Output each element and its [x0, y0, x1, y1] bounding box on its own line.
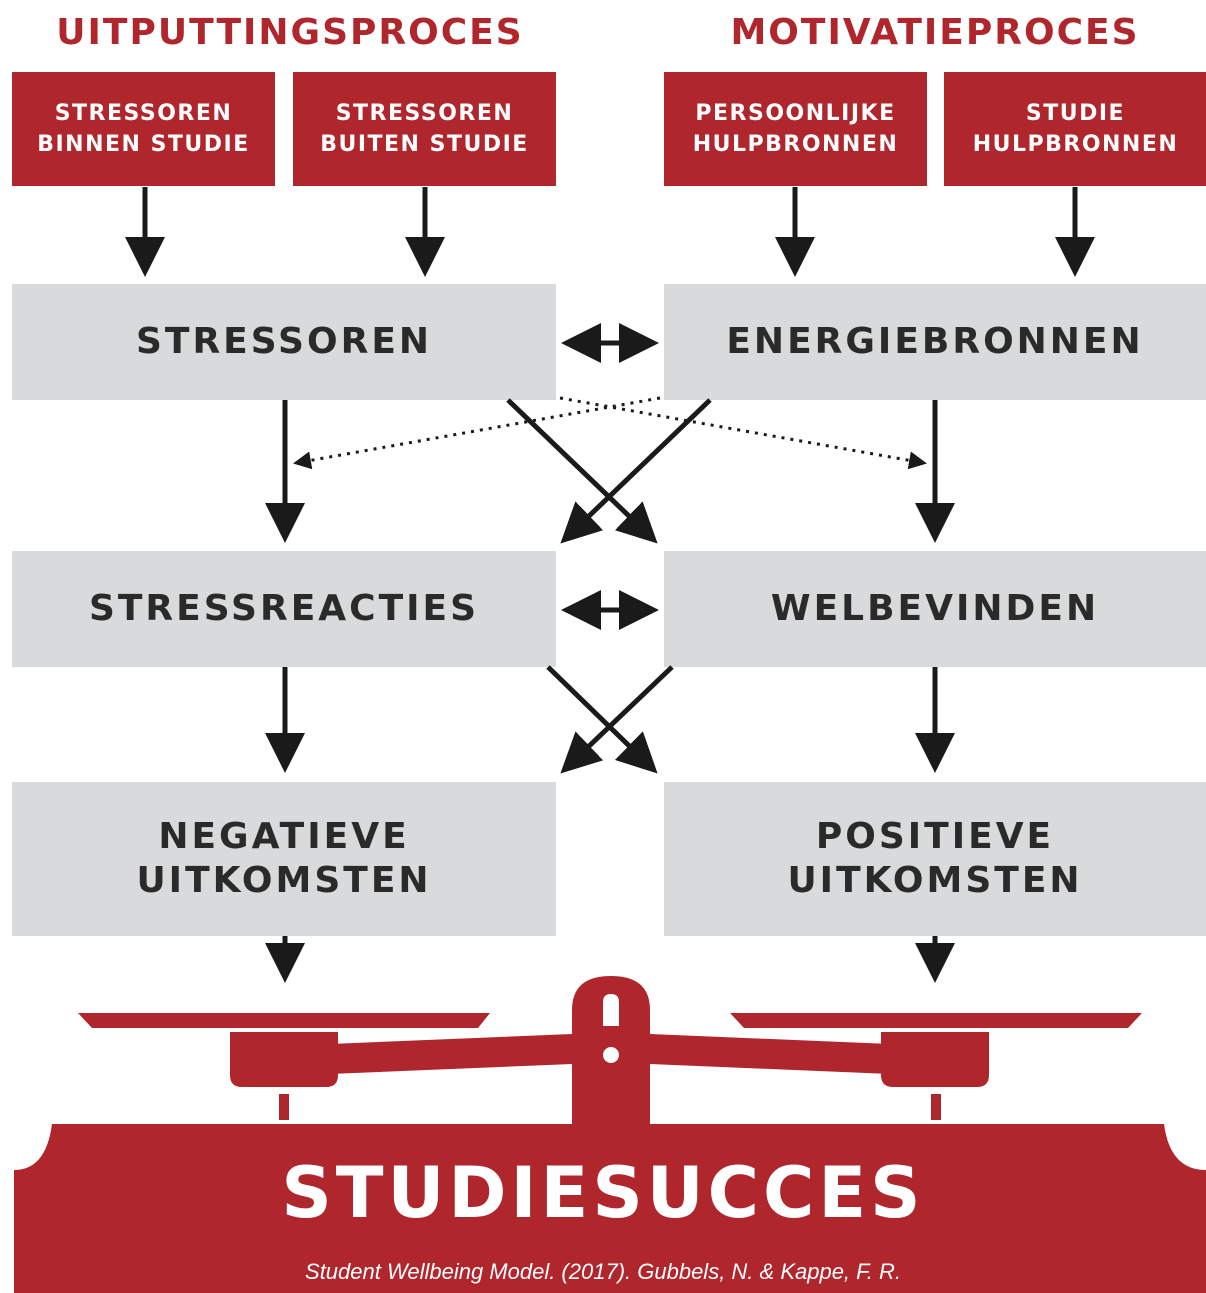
heading-exhaustion-process: UITPUTTINGSPROCES [56, 11, 524, 53]
cross-arrow-energy-to-reactions [560, 398, 712, 544]
source-label-line2: HULPBRONNEN [972, 132, 1179, 157]
right-pan-post [931, 1094, 941, 1120]
stage-label: ENERGIEBRONNEN [726, 321, 1144, 362]
right-pan-plate [730, 1013, 1142, 1028]
stage-stressors: STRESSOREN [12, 284, 556, 400]
right-pan-cup [881, 1032, 989, 1087]
source-box-stressors-within-study: STRESSOREN BINNEN STUDIE [12, 72, 275, 186]
source-box-personal-resources: PERSOONLIJKE HULPBRONNEN [664, 72, 927, 186]
source-label-line1: STUDIE [1025, 101, 1126, 126]
heading-motivation-process: MOTIVATIEPROCES [730, 11, 1140, 53]
cross-arrow-stressors-to-wellbeing [506, 398, 658, 544]
stage-label-line2: UITKOMSTEN [136, 860, 432, 901]
stage-label: STRESSOREN [135, 321, 433, 362]
cross-arrow-wellbeing-to-negative [560, 665, 674, 774]
stage-negative-outcomes: NEGATIEVE UITKOMSTEN [12, 782, 556, 936]
stage-label-line2: UITKOMSTEN [787, 860, 1083, 901]
pillar-pivot [603, 1047, 619, 1063]
citation: Student Wellbeing Model. (2017). Gubbels… [305, 1259, 901, 1284]
source-label-line2: BUITEN STUDIE [320, 132, 529, 157]
source-label-line1: STRESSOREN [335, 101, 514, 126]
source-label-line1: STRESSOREN [54, 101, 233, 126]
stage-label-line1: NEGATIEVE [158, 816, 410, 857]
stage-energy-resources: ENERGIEBRONNEN [664, 284, 1206, 400]
scale-base [14, 1124, 1206, 1293]
source-box-stressors-outside-study: STRESSOREN BUITEN STUDIE [293, 72, 556, 186]
stage-wellbeing: WELBEVINDEN [664, 551, 1206, 667]
pillar-slot [603, 994, 619, 1026]
stage-stress-reactions: STRESSREACTIES [12, 551, 556, 667]
left-pan-post [279, 1094, 289, 1120]
stage-label: STRESSREACTIES [88, 588, 480, 629]
source-label-line1: PERSOONLIJKE [695, 101, 896, 126]
stage-positive-outcomes: POSITIEVE UITKOMSTEN [664, 782, 1206, 936]
left-pan-cup [230, 1032, 338, 1087]
stage-label: WELBEVINDEN [770, 588, 1100, 629]
stage-label-line1: POSITIEVE [815, 816, 1055, 857]
outcome-title: STUDIESUCCES [281, 1152, 925, 1234]
source-label-line2: BINNEN STUDIE [37, 132, 250, 157]
source-box-study-resources: STUDIE HULPBRONNEN [944, 72, 1206, 186]
cross-arrow-reactions-to-positive [546, 665, 658, 774]
source-label-line2: HULPBRONNEN [692, 132, 899, 157]
dotted-arrow-energy-to-stress-path [293, 396, 661, 470]
left-pan-plate [78, 1013, 490, 1028]
dotted-arrow-stressors-to-wellbeing-path [559, 396, 927, 470]
